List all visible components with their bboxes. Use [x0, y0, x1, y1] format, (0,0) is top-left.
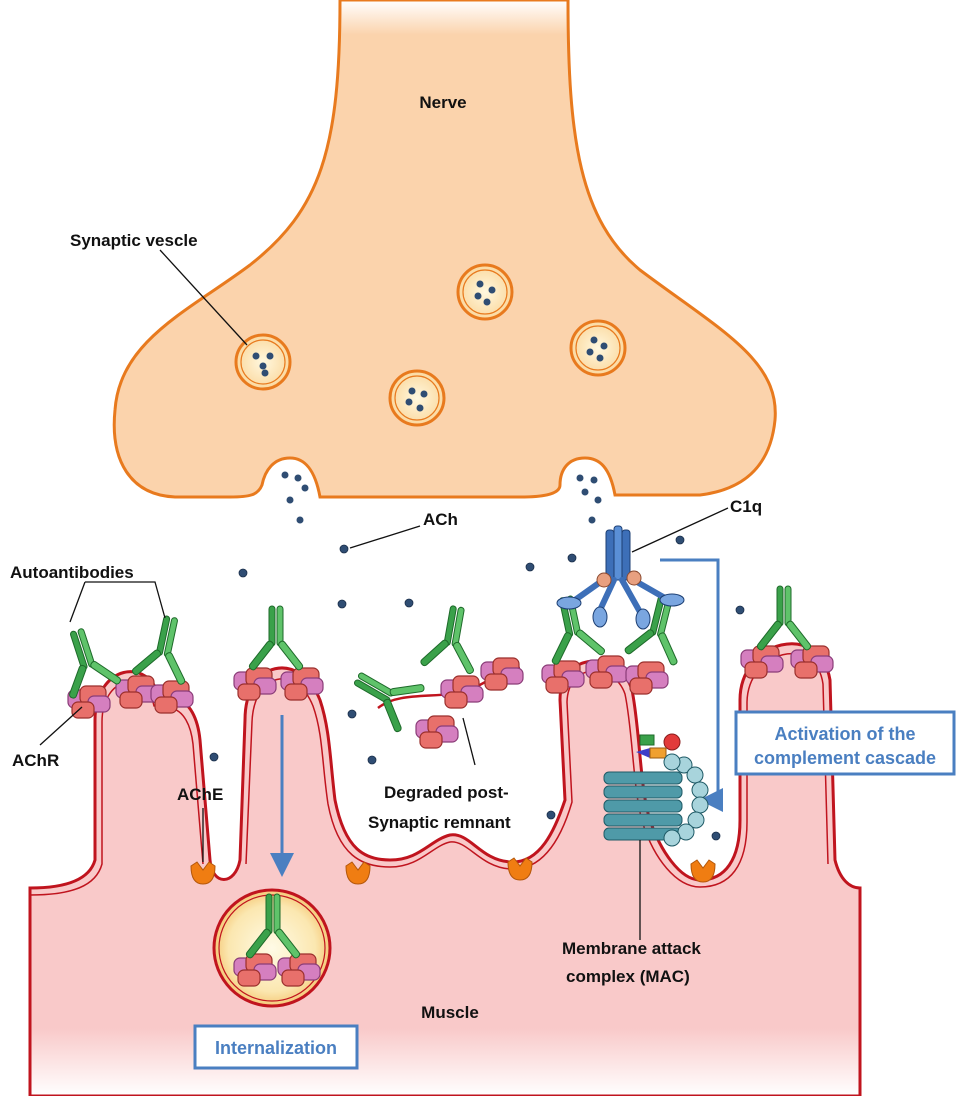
vesicle-1	[234, 333, 292, 391]
vesicle-4	[388, 369, 446, 427]
internalization-box: Internalization	[193, 1024, 359, 1070]
released-ach-left	[281, 471, 309, 524]
label-c1q: C1q	[730, 497, 762, 516]
activation-box: Activation of the complement cascade	[734, 710, 956, 776]
nerve-terminal	[112, 0, 777, 499]
label-degraded-line2: Synaptic remnant	[368, 813, 511, 832]
activation-box-line2: complement cascade	[754, 748, 936, 768]
receptor-cluster-1	[49, 610, 199, 719]
label-autoantibodies: Autoantibodies	[10, 563, 134, 582]
internalization-box-label: Internalization	[215, 1038, 337, 1058]
vesicle-3	[569, 319, 627, 377]
label-ache: AChE	[177, 785, 223, 804]
label-achr: AChR	[12, 751, 59, 770]
internalized-vesicle	[212, 888, 332, 1008]
label-nerve: Nerve	[419, 93, 466, 112]
mac-complex	[603, 733, 709, 847]
label-synaptic-vesicle: Synaptic vescle	[70, 231, 198, 250]
c1q-complex	[556, 525, 685, 630]
label-mac-line1: Membrane attack	[562, 939, 701, 958]
label-degraded-line1: Degraded post-	[384, 783, 509, 802]
label-muscle: Muscle	[421, 1003, 479, 1022]
leader-lines	[39, 249, 729, 940]
released-ach-right	[576, 474, 602, 524]
vesicle-2	[456, 263, 514, 321]
ach-molecules	[209, 535, 745, 841]
label-mac-line2: complex (MAC)	[566, 967, 690, 986]
complement-arrow	[660, 558, 723, 812]
degraded-remnant	[342, 601, 524, 749]
activation-box-line1: Activation of the	[774, 724, 915, 744]
label-ach: ACh	[423, 510, 458, 529]
